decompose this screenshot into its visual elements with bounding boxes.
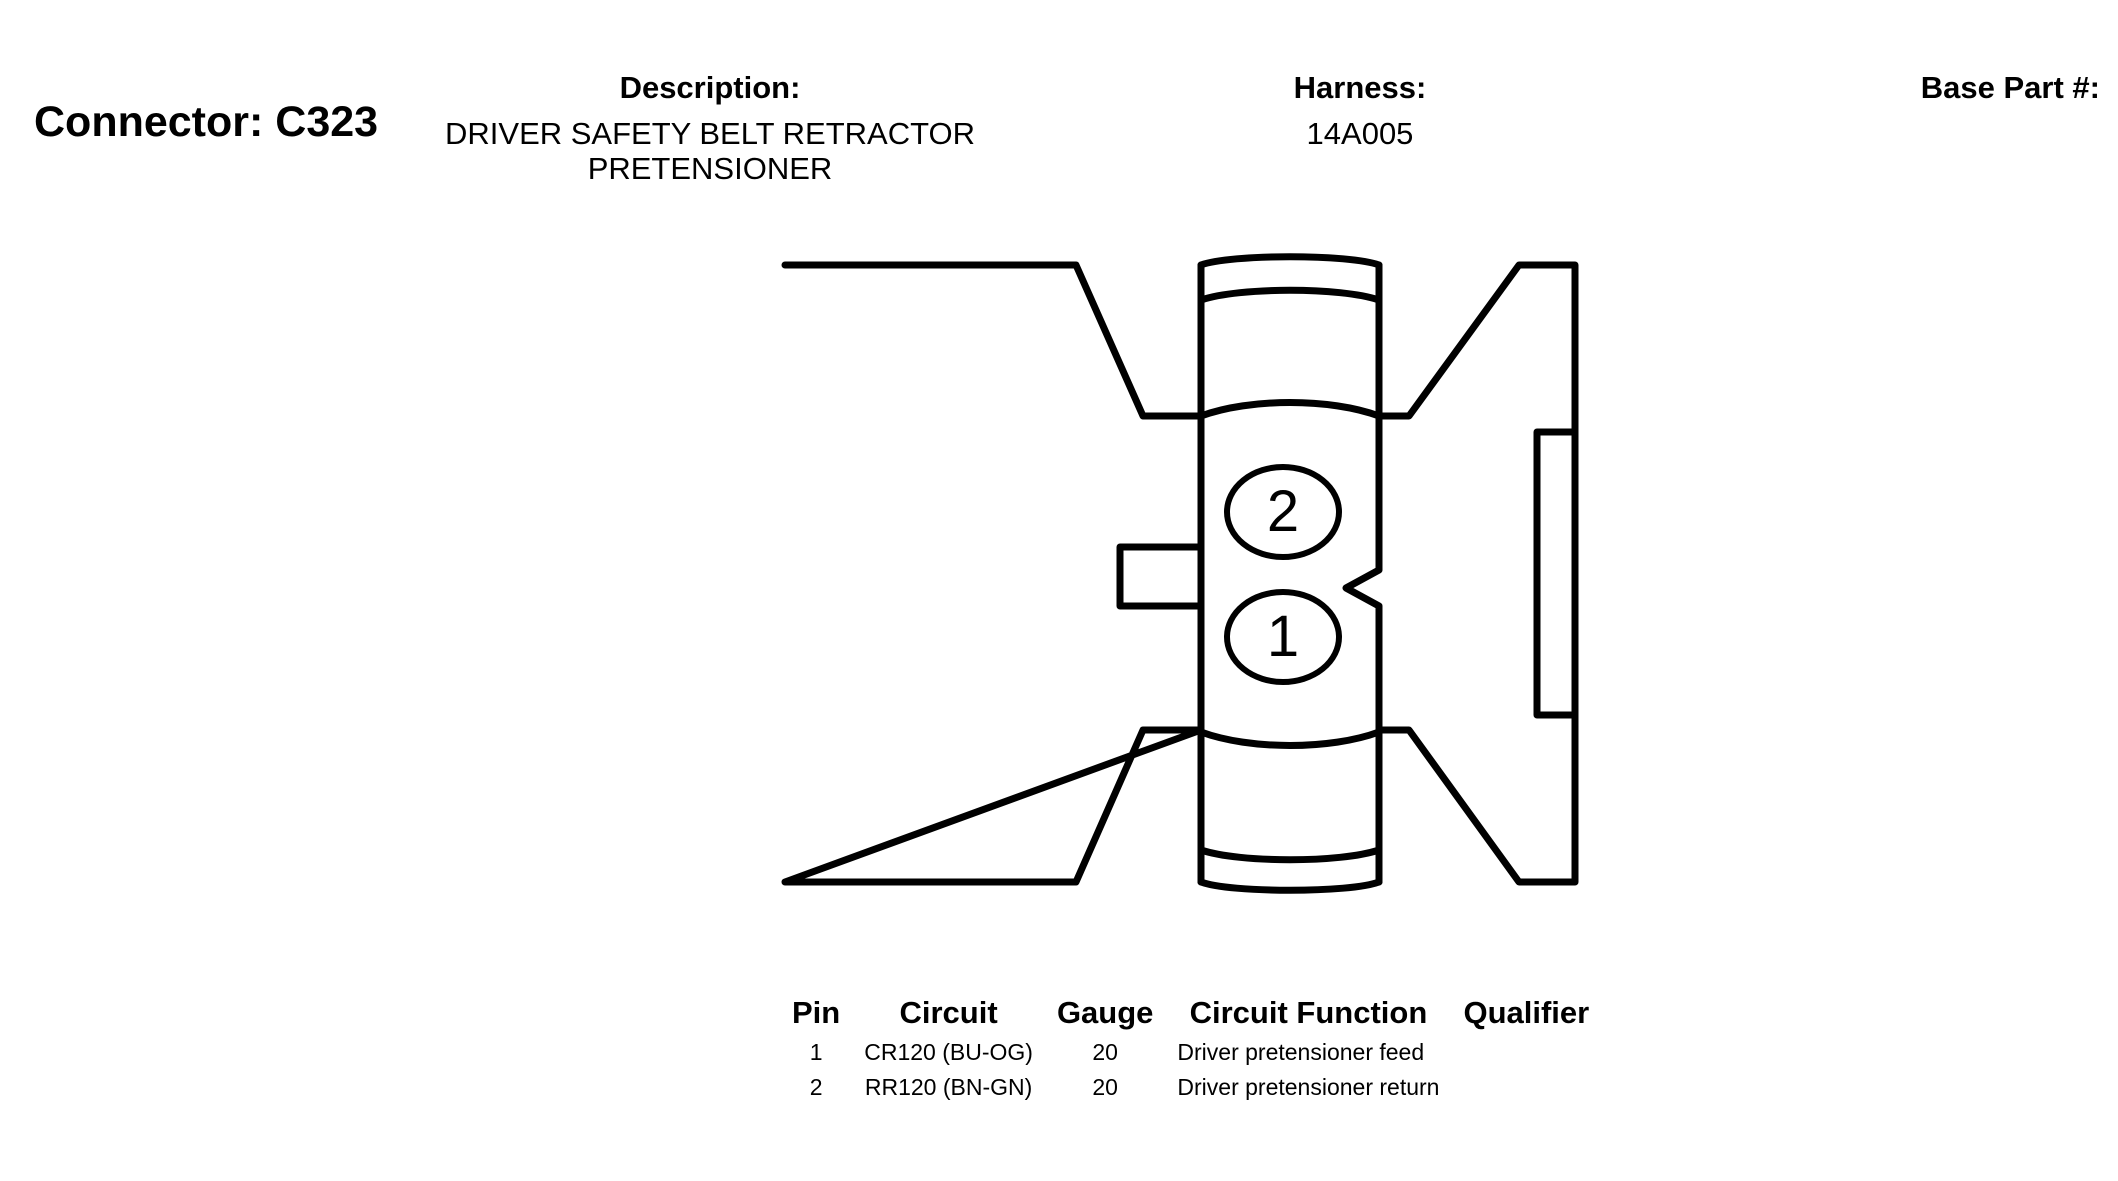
connector-title: Connector: C323 — [34, 98, 379, 146]
connector-lower-arc — [1197, 728, 1383, 749]
qualifier — [1451, 1070, 1601, 1105]
qualifier — [1451, 1035, 1601, 1070]
pin-2-cavity — [1224, 464, 1342, 560]
pin-number: 1 — [809, 1039, 823, 1065]
column-header-circuit-function: Circuit Function — [1189, 995, 1428, 1030]
description-value: DRIVER SAFETY BELT RETRACTOR PRETENSIONE… — [410, 116, 1010, 186]
circuit-id: RR120 (BN-GN) — [864, 1074, 1033, 1100]
column-header-pin: Pin — [792, 995, 841, 1030]
column-header-circuit: Circuit — [899, 995, 998, 1030]
connector-center-body — [1197, 261, 1383, 886]
pin-1-cavity — [1224, 589, 1342, 685]
table-row: 2 RR120 (BN-GN) 20 Driver pretensioner r… — [780, 1070, 1601, 1105]
description-line-1: DRIVER SAFETY BELT RETRACTOR — [445, 116, 975, 151]
circuit-function: Driver pretensioner feed — [1177, 1039, 1425, 1065]
wire-gauge: 20 — [1092, 1039, 1118, 1065]
pin-table-header: Pin Circuit Gauge Circuit Function Quali… — [780, 995, 1601, 1035]
description-label: Description: — [619, 70, 801, 105]
table-row: 1 CR120 (BU-OG) 20 Driver pretensioner f… — [780, 1035, 1601, 1070]
base-part-label: Base Part #: — [1920, 70, 2100, 105]
connector-bottom-band — [1197, 846, 1383, 864]
connector-right-block — [1375, 261, 1579, 886]
pin-1-label: 1 — [1267, 604, 1299, 669]
circuit-function: Driver pretensioner return — [1177, 1074, 1440, 1100]
pin-number: 2 — [809, 1074, 823, 1100]
pin-2-label: 2 — [1267, 479, 1299, 544]
connector-top-band — [1197, 286, 1383, 304]
connector-bottom-cap — [1197, 878, 1383, 894]
connector-top-cap — [1197, 253, 1383, 269]
wire-gauge: 20 — [1092, 1074, 1118, 1100]
pin-table: Pin Circuit Gauge Circuit Function Quali… — [780, 995, 1601, 1105]
harness-label: Harness: — [1293, 70, 1427, 105]
connector-left-block — [781, 261, 1205, 886]
column-header-qualifier: Qualifier — [1463, 995, 1590, 1030]
harness-value: 14A005 — [1306, 116, 1414, 151]
circuit-id: CR120 (BU-OG) — [864, 1039, 1033, 1065]
connector-right-latch — [1533, 428, 1579, 719]
connector-latch-notch — [1116, 543, 1205, 610]
connector-upper-arc — [1197, 399, 1383, 420]
column-header-gauge: Gauge — [1056, 995, 1154, 1030]
description-line-2: PRETENSIONER — [587, 151, 833, 186]
